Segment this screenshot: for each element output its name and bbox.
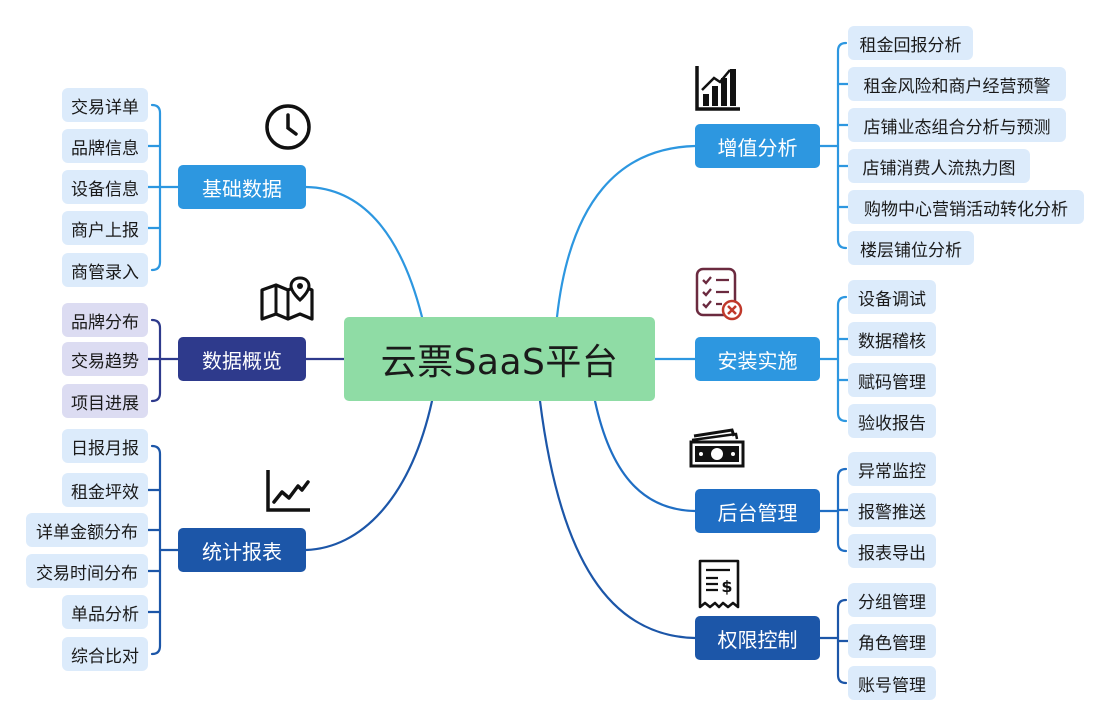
leaf-reports-5: 单品分析 [62, 595, 148, 629]
branch-value-added-analysis: 增值分析 [695, 124, 820, 168]
branch-installation: 安装实施 [695, 337, 820, 381]
leaf-install-1: 设备调试 [848, 280, 936, 314]
leaf-reports-6: 综合比对 [62, 637, 148, 671]
leaf-overview-2: 交易趋势 [62, 342, 148, 376]
cash-icon [689, 428, 745, 468]
clock-icon [265, 104, 311, 150]
leaf-reports-1: 日报月报 [62, 429, 148, 463]
bracket-backend [818, 467, 850, 553]
leaf-value-added-2: 租金风险和商户经营预警 [848, 67, 1066, 101]
bracket-install [818, 295, 850, 423]
edge-center-basic-data [304, 185, 424, 319]
leaf-permission-2: 角色管理 [848, 624, 936, 658]
leaf-value-added-1: 租金回报分析 [848, 26, 973, 60]
branch-statistics-reports: 统计报表 [178, 528, 306, 572]
edge-center-reports [304, 399, 434, 552]
leaf-value-added-4: 店铺消费人流热力图 [848, 149, 1030, 183]
leaf-install-4: 验收报告 [848, 404, 936, 438]
leaf-basic-data-5: 商管录入 [62, 253, 148, 287]
bracket-basic-data [146, 103, 180, 272]
leaf-backend-3: 报表导出 [848, 534, 936, 568]
leaf-reports-3: 详单金额分布 [26, 513, 148, 547]
branch-basic-data: 基础数据 [178, 165, 306, 209]
leaf-basic-data-2: 品牌信息 [62, 129, 148, 163]
leaf-basic-data-4: 商户上报 [62, 211, 148, 245]
edge-center-value-added [555, 144, 697, 319]
leaf-reports-4: 交易时间分布 [26, 554, 148, 588]
center-node: 云票SaaS平台 [344, 317, 655, 401]
branch-permission-control: 权限控制 [695, 616, 820, 660]
edge-center-backend [593, 399, 697, 513]
leaf-reports-2: 租金坪效 [62, 473, 148, 507]
checklist-icon [695, 267, 743, 321]
bracket-value-added [818, 41, 850, 250]
map-pin-icon [260, 276, 314, 321]
leaf-backend-2: 报警推送 [848, 493, 936, 527]
leaf-permission-1: 分组管理 [848, 583, 936, 617]
bracket-permission [818, 598, 850, 685]
edge-center-permission [538, 399, 697, 640]
bracket-reports [146, 444, 180, 656]
leaf-backend-1: 异常监控 [848, 452, 936, 486]
branch-backend-management: 后台管理 [695, 489, 820, 533]
leaf-overview-1: 品牌分布 [62, 303, 148, 337]
bar-chart-icon [695, 66, 740, 111]
leaf-basic-data-3: 设备信息 [62, 170, 148, 204]
leaf-value-added-6: 楼层铺位分析 [848, 231, 974, 265]
trend-line-icon [266, 470, 310, 512]
branch-data-overview: 数据概览 [178, 337, 306, 381]
leaf-value-added-5: 购物中心营销活动转化分析 [848, 190, 1084, 224]
leaf-install-2: 数据稽核 [848, 322, 936, 356]
receipt-icon: $ [698, 559, 740, 609]
leaf-overview-3: 项目进展 [62, 384, 148, 418]
bracket-overview [146, 318, 180, 403]
leaf-basic-data-1: 交易详单 [62, 88, 148, 122]
leaf-permission-3: 账号管理 [848, 666, 936, 700]
svg-text:$: $ [721, 577, 732, 596]
leaf-install-3: 赋码管理 [848, 363, 936, 397]
leaf-value-added-3: 店铺业态组合分析与预测 [848, 108, 1066, 142]
